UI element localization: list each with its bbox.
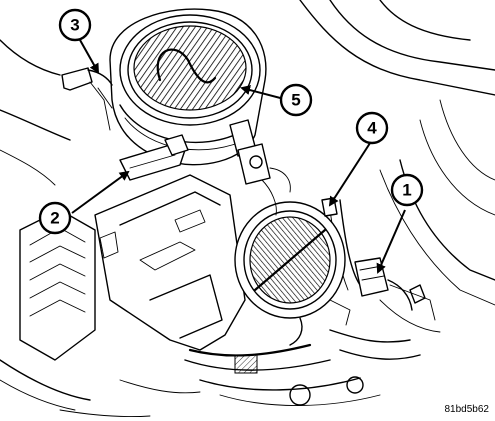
callout-5-label: 5: [291, 91, 300, 110]
callout-3-label: 3: [70, 16, 79, 35]
throttle-body: [234, 197, 351, 346]
latch-clip: [61, 67, 113, 131]
callout-3: 3: [58, 8, 92, 42]
callout-1-label: 1: [402, 181, 411, 200]
air-cleaner-housing: [109, 8, 291, 216]
callout-2: 2: [38, 201, 72, 235]
callout-1: 1: [390, 173, 424, 207]
callout-4: 4: [355, 111, 389, 145]
callout-4-label: 4: [367, 119, 377, 138]
hose-clamp: [119, 134, 189, 181]
figure-reference-code: 81bd5b62: [444, 404, 490, 415]
callout-2-label: 2: [50, 209, 59, 228]
callout-5: 5: [279, 83, 313, 117]
